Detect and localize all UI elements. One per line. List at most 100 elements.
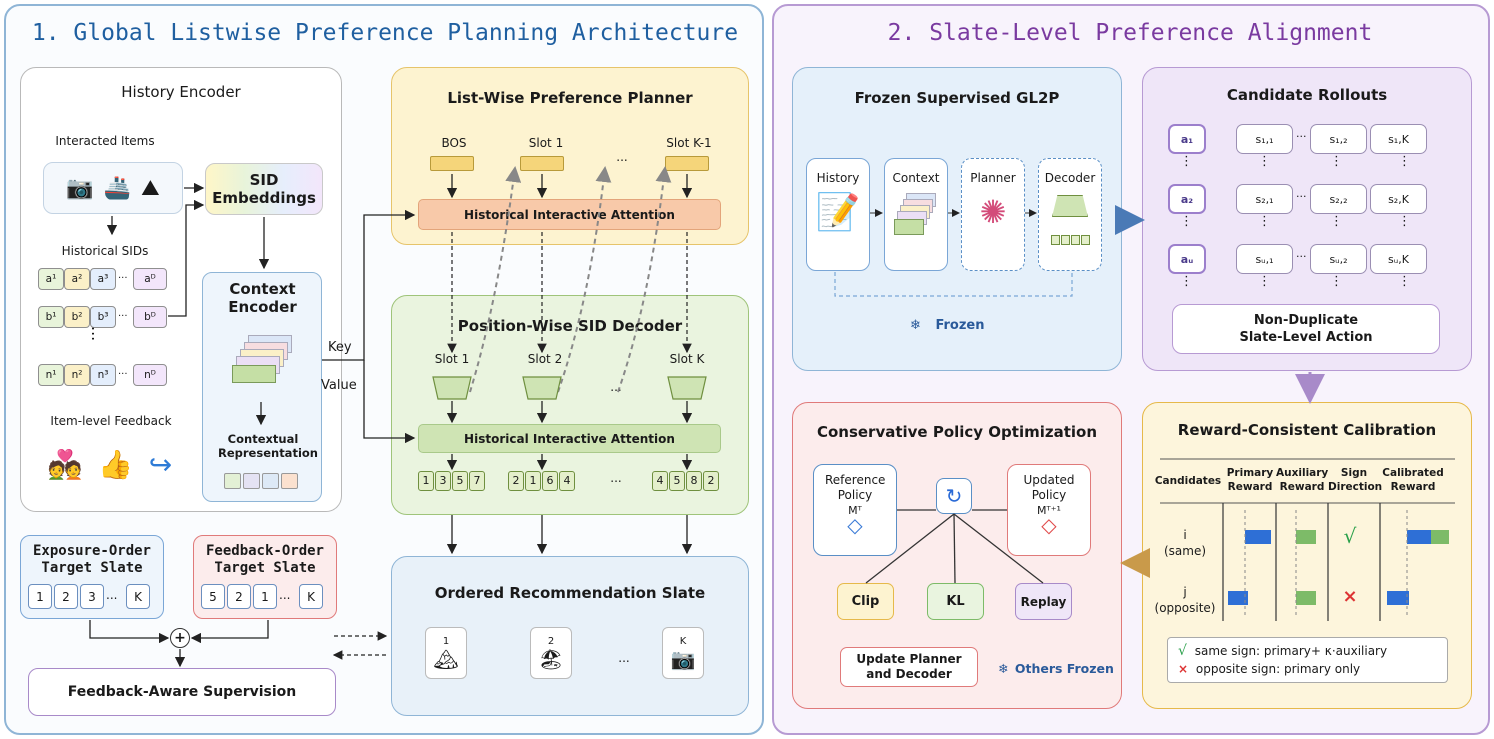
sid-token: bᴰ xyxy=(133,306,167,328)
contextual-representation-cells xyxy=(224,473,298,489)
decoder-code-digit: 5 xyxy=(452,471,468,491)
sid-row-ellipsis: ... xyxy=(118,366,128,377)
decoder-attention-label: Historical Interactive Attention xyxy=(464,431,675,446)
planner-token-k-1 xyxy=(665,156,709,171)
rollout-hdots: ··· xyxy=(1296,250,1307,263)
auxiliary-reward-bar-i xyxy=(1296,530,1316,544)
love-couple-icon: 💑 xyxy=(47,448,83,481)
non-duplicate-action-box: Non-Duplicate Slate-Level Action xyxy=(1172,304,1440,354)
sid-token: aᴰ xyxy=(133,268,167,290)
exposure-target-title: Exposure-Order Target Slate xyxy=(32,543,151,576)
rollout-slate-cell: sᵤ,₁ xyxy=(1236,244,1293,274)
supervision-label: Feedback-Aware Supervision xyxy=(67,684,297,700)
frozen-context-block: Context xyxy=(884,158,948,271)
rollout-vdots: ⋮ xyxy=(1180,214,1193,229)
calib-row-j-name: j xyxy=(1183,585,1187,599)
sid-embeddings-label: SID Embeddings xyxy=(212,171,316,207)
clip-box: Clip xyxy=(837,583,894,620)
frozen-history-block: History 📝 xyxy=(806,158,870,271)
rollout-vdots: ⋮ xyxy=(1330,214,1343,229)
candidate-rollouts-title: Candidate Rollouts xyxy=(1226,86,1388,104)
updated-policy-box: Updated Policy Mᵀ⁺¹ ◇ xyxy=(1007,464,1091,556)
context-encoder-box xyxy=(202,272,322,502)
snowflake-icon: ❄ xyxy=(998,661,1009,676)
decoder-slot-k: Slot K xyxy=(669,352,705,366)
slate-item-2-rank: 2 xyxy=(547,635,555,647)
legend-same-sign: √ same sign: primary+ κ·auxiliary xyxy=(1178,642,1387,660)
decoder-code-digit: 1 xyxy=(525,471,541,491)
feedback-icons: 💑 👍 ↪ xyxy=(40,448,180,488)
rollout-slate-cell: s₁,₁ xyxy=(1236,124,1293,154)
calibration-header: Sign Direction xyxy=(1328,467,1383,493)
network-icon: ✺ xyxy=(979,193,1007,231)
context-encoder-title: Context Encoder xyxy=(228,280,297,316)
feedback_target-ellipsis: ... xyxy=(279,588,291,602)
refresh-icon: ↻ xyxy=(945,484,963,508)
check-icon: √ xyxy=(1178,643,1187,659)
decoder-output-cells xyxy=(1050,235,1090,245)
decoder-code-digit: 3 xyxy=(435,471,451,491)
interacted-items-box: 📷 🚢 ⛰ xyxy=(43,162,183,214)
reference-policy-box: Reference Policy Mᵀ ◇ xyxy=(813,464,897,556)
calibration-header: Calibrated Reward xyxy=(1382,467,1444,493)
calib-row-j-candidate: j (opposite) xyxy=(1150,584,1220,616)
historical-sids-label: Historical SIDs xyxy=(61,244,149,258)
planner-token-bos xyxy=(430,156,474,171)
sid-embeddings-box: SID Embeddings xyxy=(205,163,323,215)
calib-row-i-note: (same) xyxy=(1163,544,1207,558)
decoder-code-digit: 2 xyxy=(703,471,719,491)
legend-opposite-sign: × opposite sign: primary only xyxy=(1178,660,1360,678)
calib-row-i-sign: √ xyxy=(1343,524,1357,548)
decoder-codes-ellipsis: ... xyxy=(610,471,622,485)
sid-vertical-ellipsis: ... xyxy=(88,326,107,342)
legend-opposite-sign-text: opposite sign: primary only xyxy=(1195,662,1361,676)
frozen-label: Frozen xyxy=(935,318,985,333)
auxiliary-reward-bar-j xyxy=(1296,591,1316,605)
item-level-feedback-label: Item-level Feedback xyxy=(50,414,172,428)
exposure_target-cell: 1 xyxy=(28,584,52,609)
calib-row-j-note: (opposite) xyxy=(1154,601,1216,615)
update-planner-decoder-label: Update Planner and Decoder xyxy=(856,652,962,681)
kl-label: KL xyxy=(946,594,965,609)
decoder-code-digit: 7 xyxy=(469,471,485,491)
slate-item-k: K 📷 xyxy=(662,627,704,679)
refresh-node: ↻ xyxy=(936,478,972,514)
decoder-slot-2: Slot 2 xyxy=(527,352,563,366)
frozen-planner-label: Planner xyxy=(970,171,1016,185)
slate-ellipsis: ... xyxy=(618,651,630,665)
sid-row-ellipsis: ... xyxy=(118,270,128,281)
key-label: Key xyxy=(328,340,352,355)
reference-policy-symbol: Mᵀ xyxy=(848,504,862,517)
rollout-vdots: ⋮ xyxy=(1330,154,1343,169)
rollout-slate-cell: sᵤ,₂ xyxy=(1310,244,1367,274)
exposure_target-cell: K xyxy=(126,584,150,609)
calibration-title: Reward-Consistent Calibration xyxy=(1177,421,1437,439)
rollout-slate-cell: s₂,₂ xyxy=(1310,184,1367,214)
supervision-box: Feedback-Aware Supervision xyxy=(28,668,336,716)
rollout-vdots: ⋮ xyxy=(1258,214,1271,229)
sid-token: a³ xyxy=(90,268,116,290)
cross-icon: × xyxy=(1178,662,1189,676)
rollout-slate-cell: s₂,₁ xyxy=(1236,184,1293,214)
others-frozen-indicator: ❄ Others Frozen xyxy=(998,661,1114,676)
calibrated-reward-bar-i-primary xyxy=(1407,530,1431,544)
context-stack-icon xyxy=(230,335,300,395)
frozen-planner-block: Planner ✺ xyxy=(961,158,1025,271)
rollout-vdots: ⋮ xyxy=(1258,274,1271,289)
plus-sign: + xyxy=(174,630,186,646)
rollout-action: a₂ xyxy=(1168,184,1206,214)
others-frozen-label: Others Frozen xyxy=(1014,661,1114,676)
document-edit-icon: 📝 xyxy=(815,192,861,233)
rollout-action: a₁ xyxy=(1168,124,1206,154)
interacted-items-label: Interacted Items xyxy=(55,134,155,148)
calib-row-j-sign: × xyxy=(1342,586,1358,607)
beach-icon: 🏖 xyxy=(538,646,564,671)
sid-row-ellipsis: ... xyxy=(118,308,128,319)
planner-slot-dots: ... xyxy=(616,150,628,164)
planner-slot-bos: BOS xyxy=(441,136,467,150)
legend-same-sign-text: same sign: primary+ κ·auxiliary xyxy=(1194,644,1388,658)
replay-label: Replay xyxy=(1020,594,1067,609)
policy-graph-icon: ◇ xyxy=(1041,513,1057,537)
calibration-header: Candidates xyxy=(1154,475,1222,487)
sid-token: a¹ xyxy=(38,268,64,290)
